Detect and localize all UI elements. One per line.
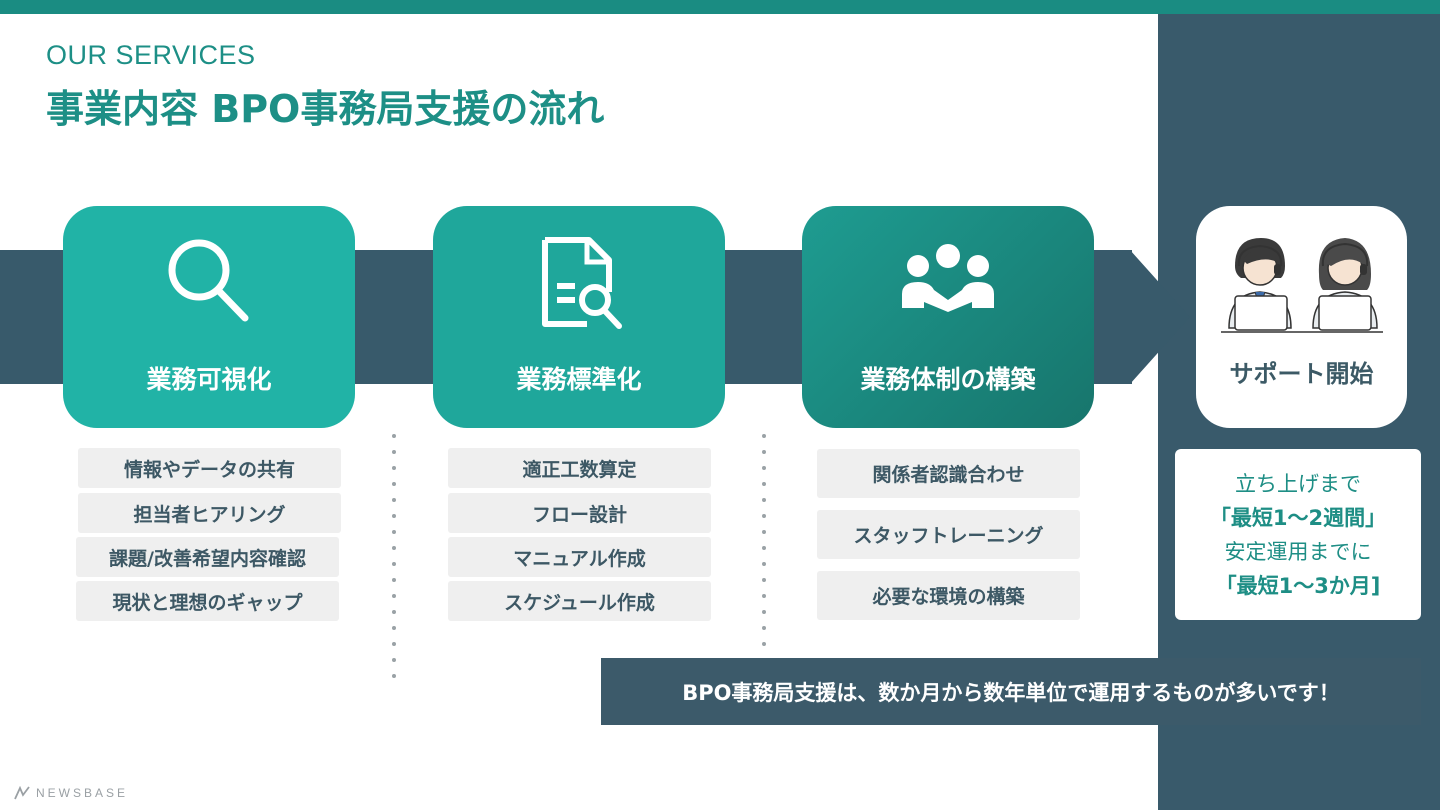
info-line-emphasis: 「最短1〜3か月] [1215, 573, 1381, 598]
footer-logo-text: NEWSBASE [36, 786, 129, 800]
info-line: 立ち上げまで [1235, 471, 1361, 496]
column-divider [392, 434, 396, 690]
top-accent-bar [0, 0, 1440, 14]
step-card-structure: 業務体制の構築 [802, 206, 1094, 428]
operators-illustration-icon [1220, 238, 1383, 333]
info-line-emphasis: 「最短1〜2週間」 [1209, 505, 1387, 530]
section-eyebrow: OUR SERVICES [46, 40, 256, 70]
step-card-visualization: 業務可視化 [63, 206, 355, 428]
task-chip: 適正工数算定 [448, 448, 711, 488]
task-chip: 現状と理想のギャップ [76, 581, 339, 621]
note-banner: BPO事務局支援は、数か月から数年単位で運用するものが多いです！ [601, 658, 1421, 725]
flow-arrow-tip [1130, 250, 1190, 384]
task-chip: 担当者ヒアリング [78, 493, 341, 533]
step-card-standardization: 業務標準化 [433, 206, 725, 428]
timeline-info-box: 立ち上げまで 「最短1〜2週間」 安定運用までに 「最短1〜3か月] [1175, 449, 1421, 620]
step-label: 業務体制の構築 [860, 365, 1036, 394]
document-search-icon [542, 237, 622, 329]
info-line: 安定運用までに [1224, 539, 1372, 564]
task-chip: 情報やデータの共有 [78, 448, 341, 488]
task-chip: スタッフトレーニング [817, 510, 1080, 559]
footer-logo: NEWSBASE [14, 786, 128, 800]
task-chip: 課題/改善希望内容確認 [76, 537, 339, 577]
step-label: 業務可視化 [146, 365, 272, 394]
task-chip: スケジュール作成 [448, 581, 711, 621]
team-handshake-icon [902, 244, 994, 312]
task-chip: 必要な環境の構築 [817, 571, 1080, 620]
newsbase-logo-icon [14, 786, 30, 800]
step-label: 業務標準化 [516, 365, 642, 394]
column-divider [762, 434, 766, 658]
step-card-support-start: サポート開始 [1196, 206, 1407, 428]
task-chip: フロー設計 [448, 493, 711, 533]
task-chip: 関係者認識合わせ [817, 449, 1080, 498]
search-icon [168, 239, 249, 322]
step-label: サポート開始 [1229, 360, 1374, 388]
task-chip: マニュアル作成 [448, 537, 711, 577]
page-title: 事業内容 BPO事務局支援の流れ [46, 87, 605, 131]
